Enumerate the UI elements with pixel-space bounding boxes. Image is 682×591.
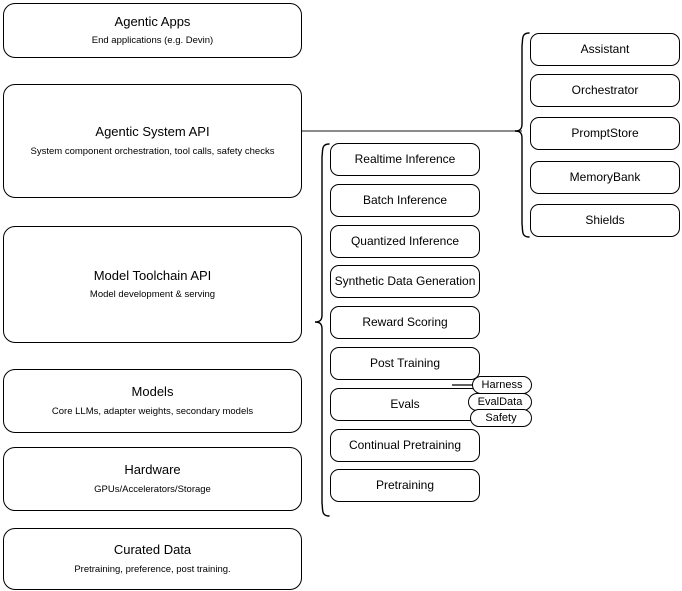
layer-subtitle: GPUs/Accelerators/Storage	[94, 483, 211, 495]
component-label: MemoryBank	[569, 170, 641, 184]
capability-label: Pretraining	[375, 478, 435, 492]
layer-subtitle: Core LLMs, adapter weights, secondary mo…	[51, 405, 254, 417]
component-label: PromptStore	[571, 126, 639, 140]
capability-post-training[interactable]: Post Training	[330, 347, 480, 380]
component-memorybank[interactable]: MemoryBank	[530, 161, 680, 194]
badge-label: EvalData	[477, 395, 523, 408]
component-label: Assistant	[580, 42, 630, 56]
capability-quantized-inference[interactable]: Quantized Inference	[330, 225, 480, 258]
capability-label: Quantized Inference	[350, 234, 460, 248]
capability-label: Reward Scoring	[362, 315, 448, 329]
brace-system-components	[514, 32, 530, 238]
capability-batch-inference[interactable]: Batch Inference	[330, 184, 480, 217]
layer-title: Curated Data	[113, 542, 192, 558]
layer-models[interactable]: Models Core LLMs, adapter weights, secon…	[3, 369, 302, 433]
layer-title: Models	[131, 384, 174, 400]
capability-label: Synthetic Data Generation	[334, 274, 476, 288]
layer-title: Agentic System API	[95, 124, 210, 140]
layer-subtitle: System component orchestration, tool cal…	[30, 145, 275, 157]
layer-title: Model Toolchain API	[93, 267, 212, 283]
capability-evals[interactable]: Evals	[330, 388, 480, 421]
capability-reward-scoring[interactable]: Reward Scoring	[330, 306, 480, 339]
capability-pretraining[interactable]: Pretraining	[330, 469, 480, 502]
badge-harness[interactable]: Harness	[472, 376, 532, 394]
capability-label: Batch Inference	[362, 193, 448, 207]
layer-model-toolchain-api[interactable]: Model Toolchain API Model development & …	[3, 226, 302, 343]
capability-realtime-inference[interactable]: Realtime Inference	[330, 143, 480, 176]
layer-agentic-apps[interactable]: Agentic Apps End applications (e.g. Devi…	[3, 3, 302, 58]
layer-curated-data[interactable]: Curated Data Pretraining, preference, po…	[3, 528, 302, 590]
capability-label: Evals	[390, 397, 420, 411]
capability-synthetic-data-generation[interactable]: Synthetic Data Generation	[330, 265, 480, 298]
component-label: Shields	[585, 213, 625, 227]
badge-label: Safety	[485, 411, 517, 424]
component-assistant[interactable]: Assistant	[530, 33, 680, 66]
component-label: Orchestrator	[571, 83, 639, 97]
capability-continual-pretraining[interactable]: Continual Pretraining	[330, 429, 480, 462]
layer-subtitle: End applications (e.g. Devin)	[91, 35, 214, 47]
component-orchestrator[interactable]: Orchestrator	[530, 74, 680, 107]
badge-label: Harness	[481, 378, 523, 391]
capability-label: Realtime Inference	[354, 152, 456, 166]
layer-subtitle: Model development & serving	[89, 289, 216, 301]
layer-agentic-system-api[interactable]: Agentic System API System component orch…	[3, 84, 302, 198]
layer-title: Hardware	[124, 462, 181, 478]
badge-safety[interactable]: Safety	[470, 409, 532, 427]
component-shields[interactable]: Shields	[530, 204, 680, 237]
capability-label: Post Training	[369, 356, 441, 370]
brace-toolchain-capabilities	[314, 143, 330, 517]
layer-subtitle: Pretraining, preference, post training.	[74, 563, 231, 575]
component-promptstore[interactable]: PromptStore	[530, 117, 680, 150]
capability-label: Continual Pretraining	[348, 438, 462, 452]
layer-title: Agentic Apps	[114, 13, 191, 29]
layer-hardware[interactable]: Hardware GPUs/Accelerators/Storage	[3, 447, 302, 511]
